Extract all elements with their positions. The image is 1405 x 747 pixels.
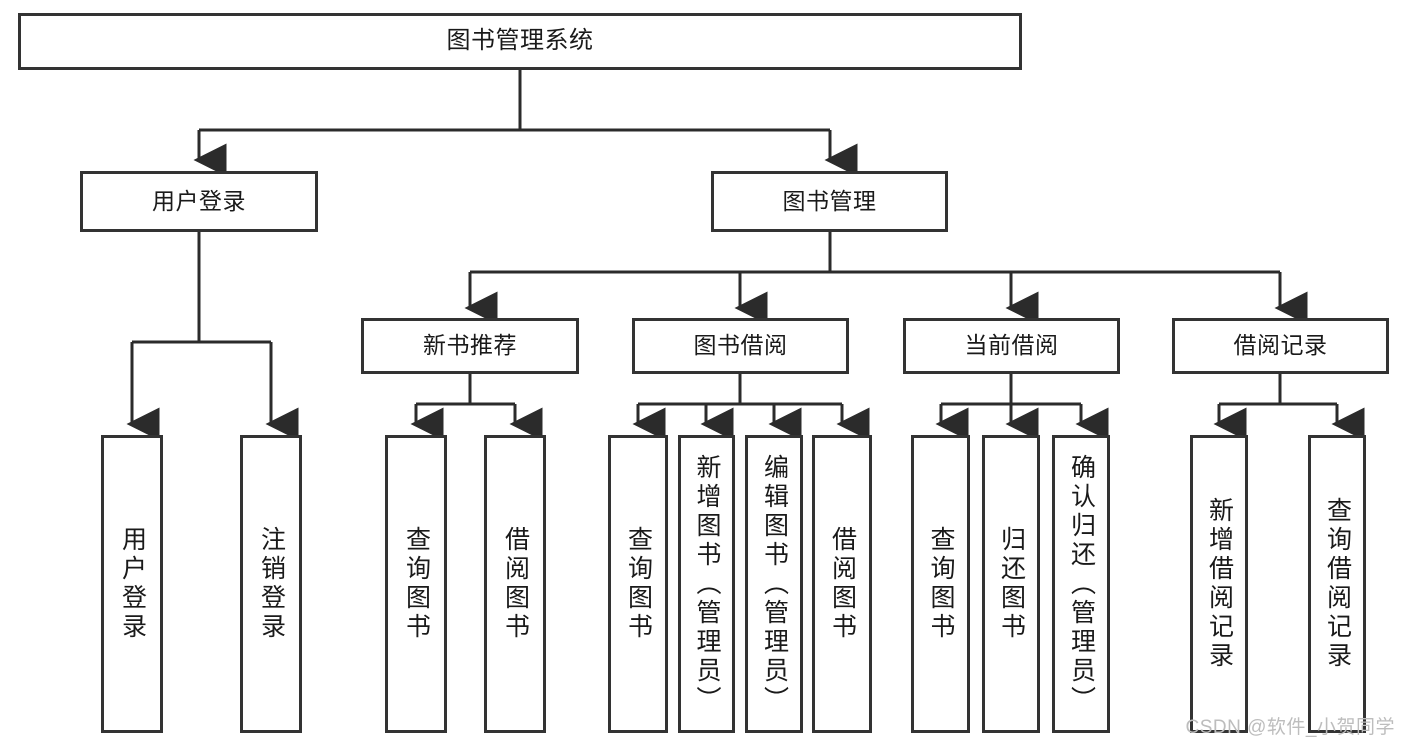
leaf-edit-book-admin[interactable]: 编辑图书（管理员） [745,435,803,733]
leaf-borrow-book-nbr[interactable]: 借阅图书 [484,435,546,733]
leaf-query-book-bb[interactable]: 查询图书 [608,435,668,733]
leaf-add-book-admin[interactable]: 新增图书（管理员） [678,435,735,733]
csdn-watermark: CSDN @软件_小贺同学 [1185,717,1395,738]
leaf-query-borrow-record[interactable]: 查询借阅记录 [1308,435,1366,733]
leaf-query-book-nbr[interactable]: 查询图书 [385,435,447,733]
leaf-query-book-cb[interactable]: 查询图书 [911,435,970,733]
node-book-management[interactable]: 图书管理 [711,171,948,232]
node-book-borrow[interactable]: 图书借阅 [632,318,849,374]
leaf-user-login[interactable]: 用户登录 [101,435,163,733]
node-user-login[interactable]: 用户登录 [80,171,318,232]
node-new-book-recommend[interactable]: 新书推荐 [361,318,579,374]
node-borrow-record[interactable]: 借阅记录 [1172,318,1389,374]
leaf-confirm-return-admin[interactable]: 确认归还（管理员） [1052,435,1110,733]
leaf-add-borrow-record[interactable]: 新增借阅记录 [1190,435,1248,733]
leaf-return-book[interactable]: 归还图书 [982,435,1040,733]
leaf-logout[interactable]: 注销登录 [240,435,302,733]
node-root-system[interactable]: 图书管理系统 [18,13,1022,70]
leaf-borrow-book-bb[interactable]: 借阅图书 [812,435,872,733]
node-current-borrow[interactable]: 当前借阅 [903,318,1120,374]
